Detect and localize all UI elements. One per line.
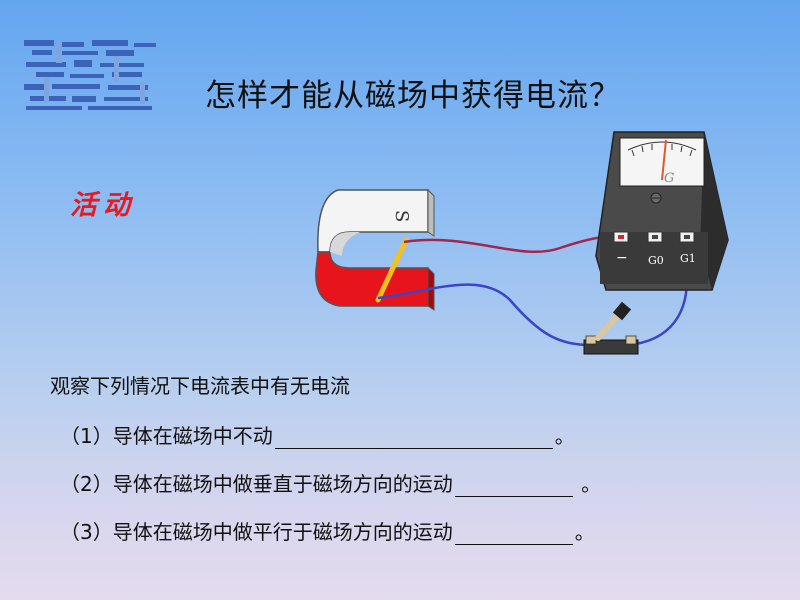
question-item-3-end: 。	[574, 520, 595, 544]
answer-blank-1[interactable]	[274, 428, 553, 449]
knife-switch-icon	[583, 301, 639, 355]
question-item-2-end: 。	[574, 472, 602, 496]
question-item-3: （3）导体在磁场中做平行于磁场方向的运动 。	[60, 516, 595, 545]
horseshoe-magnet-icon: S	[315, 188, 435, 311]
activity-label: 活动	[70, 190, 136, 221]
question-item-1: （1）导体在磁场中不动 。	[60, 420, 575, 449]
question-item-1-label: （1）导体在磁场中不动	[60, 424, 273, 448]
terminal-g1-label: G1	[680, 252, 696, 265]
meter-symbol-label: G	[664, 171, 674, 186]
terminal-minus-label: −	[616, 250, 628, 266]
terminal-g0-label: G0	[648, 254, 664, 267]
question-item-3-label: （3）导体在磁场中做平行于磁场方向的运动	[60, 520, 453, 544]
question-item-2: （2）导体在磁场中做垂直于磁场方向的运动 。	[60, 468, 601, 497]
question-item-1-end: 。	[554, 424, 575, 448]
conductor-rod	[375, 237, 409, 303]
answer-blank-3[interactable]	[454, 524, 573, 545]
galvanometer-icon: G − G0 G1	[595, 131, 729, 291]
question-item-2-label: （2）导体在磁场中做垂直于磁场方向的运动	[60, 472, 453, 496]
magnet-pole-label: S	[391, 210, 412, 222]
intro-text: 观察下列情况下电流表中有无电流	[50, 374, 350, 398]
page-title: 怎样才能从磁场中获得电流？	[205, 78, 621, 114]
blue-wire-to-switch	[377, 283, 591, 347]
decorative-striped-logo-icon	[24, 40, 156, 110]
red-wire	[403, 234, 619, 253]
answer-blank-2[interactable]	[454, 476, 573, 497]
